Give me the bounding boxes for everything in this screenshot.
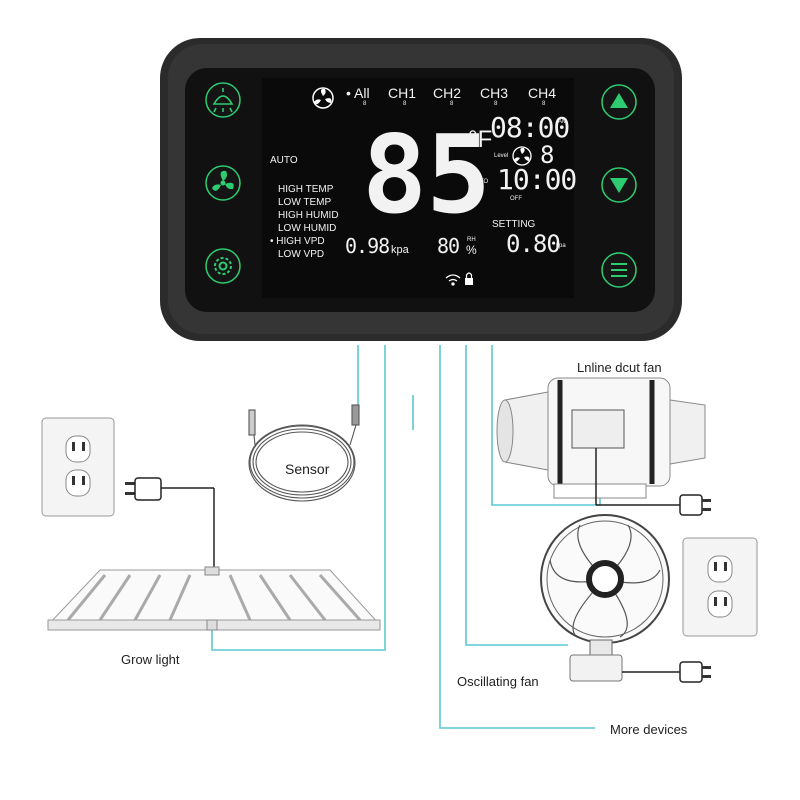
trigger-high-temp: HIGH TEMP bbox=[278, 184, 334, 195]
channel-all[interactable]: • All bbox=[346, 85, 370, 101]
level-label: Level bbox=[494, 153, 509, 159]
up-arrow-icon bbox=[610, 93, 628, 108]
level-fan-icon bbox=[512, 146, 532, 166]
channel-ch3[interactable]: CH3 bbox=[480, 85, 509, 101]
to-label: TO bbox=[480, 179, 489, 185]
grow-light-label: Grow light bbox=[121, 652, 180, 667]
channel-ch1[interactable]: CH1 bbox=[388, 85, 417, 101]
connection-wires bbox=[211, 345, 601, 729]
trigger-low-humid: LOW HUMID bbox=[278, 223, 337, 234]
light-icon bbox=[212, 88, 234, 113]
lock-icon bbox=[465, 272, 473, 285]
menu-icon bbox=[611, 263, 627, 277]
up-button[interactable] bbox=[601, 84, 637, 120]
temp-unit: °F bbox=[468, 126, 493, 153]
humidity-label: RH bbox=[467, 237, 476, 243]
wire-more-devices bbox=[439, 345, 595, 729]
down-button[interactable] bbox=[601, 167, 637, 203]
end-suffix: OFF bbox=[510, 196, 522, 202]
setting-label: SETTING bbox=[492, 219, 536, 230]
humidity-value: 80 bbox=[437, 234, 460, 258]
wire-oscillating-fan bbox=[465, 345, 568, 646]
vpd-unit: kpa bbox=[391, 244, 409, 256]
inline-fan-label: Lnline dcut fan bbox=[577, 360, 662, 375]
settings-icon bbox=[214, 257, 232, 275]
plug-left bbox=[125, 477, 215, 570]
trigger-low-vpd: LOW VPD bbox=[278, 249, 325, 260]
clock-time: 08:00 bbox=[490, 111, 570, 144]
mode-label: AUTO bbox=[270, 155, 298, 166]
channel-mark: 8 bbox=[542, 101, 546, 107]
wall-outlet-left bbox=[41, 417, 115, 517]
humidity-unit: % bbox=[466, 243, 477, 257]
sensor-probe bbox=[248, 404, 360, 502]
settings-button[interactable] bbox=[205, 248, 241, 284]
wire-grow-light bbox=[211, 345, 386, 651]
oscillating-fan-label: Oscillating fan bbox=[457, 674, 539, 689]
fan-icon bbox=[212, 170, 234, 191]
channel-mark: 8 bbox=[403, 101, 407, 107]
setting-unit: kpa bbox=[556, 243, 566, 249]
light-button[interactable] bbox=[205, 82, 241, 118]
lcd-fan-icon bbox=[312, 87, 334, 109]
temperature-readout: 85 bbox=[362, 113, 491, 238]
menu-button[interactable] bbox=[601, 252, 637, 288]
controller-device bbox=[160, 38, 682, 341]
trigger-high-humid: HIGH HUMID bbox=[278, 210, 339, 221]
level-value: 8 bbox=[540, 141, 554, 169]
more-devices-label: More devices bbox=[610, 722, 688, 737]
channel-mark: 8 bbox=[450, 101, 454, 107]
wifi-icon bbox=[445, 274, 461, 286]
fan-button[interactable] bbox=[205, 165, 241, 201]
channel-mark: 8 bbox=[363, 101, 367, 107]
sensor-label: Sensor bbox=[285, 461, 330, 477]
channel-ch2[interactable]: CH2 bbox=[433, 85, 462, 101]
lcd-screen bbox=[262, 78, 574, 298]
channel-ch4[interactable]: CH4 bbox=[528, 85, 557, 101]
right-button-column bbox=[601, 84, 637, 288]
end-time: 10:00 bbox=[497, 163, 577, 196]
trigger-high-vpd: • HIGH VPD bbox=[270, 236, 325, 247]
down-arrow-icon bbox=[610, 178, 628, 193]
grow-light bbox=[46, 566, 382, 631]
trigger-low-temp: LOW TEMP bbox=[278, 197, 332, 208]
clock-suffix: AM bbox=[558, 119, 567, 125]
inline-duct-fan bbox=[496, 377, 711, 516]
setting-value: 0.80 bbox=[506, 230, 561, 258]
oscillating-fan bbox=[540, 514, 711, 683]
channel-mark: 8 bbox=[494, 101, 498, 107]
wall-outlet-right bbox=[682, 537, 758, 637]
left-button-column bbox=[205, 82, 241, 284]
vpd-value: 0.98 bbox=[345, 234, 390, 258]
